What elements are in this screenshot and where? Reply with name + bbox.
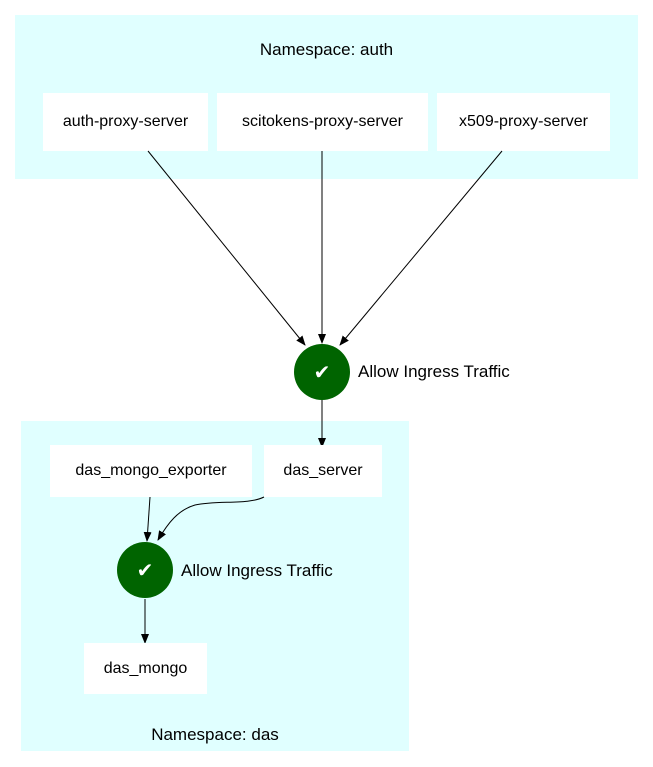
edge-das-server-to-policy2 bbox=[157, 496, 265, 541]
das-mongo-node[interactable]: das_mongo bbox=[84, 643, 207, 694]
edge-exporter-to-policy2 bbox=[143, 496, 152, 542]
x509-proxy-server-node[interactable]: x509-proxy-server bbox=[437, 93, 610, 151]
allow-ingress-policy-node-2[interactable]: ✔ bbox=[117, 542, 173, 598]
auth-proxy-server-node[interactable]: auth-proxy-server bbox=[43, 93, 208, 151]
namespace-das-label: Namespace: das bbox=[151, 725, 279, 744]
allow-ingress-policy-label-2: Allow Ingress Traffic bbox=[181, 561, 333, 580]
allow-ingress-policy-label-1: Allow Ingress Traffic bbox=[358, 362, 510, 381]
das-server-node[interactable]: das_server bbox=[264, 445, 382, 497]
das-mongo-exporter-node[interactable]: das_mongo_exporter bbox=[50, 445, 252, 497]
check-icon: ✔ bbox=[136, 559, 154, 582]
edge-x509-to-policy bbox=[339, 150, 503, 346]
namespace-auth-label: Namespace: auth bbox=[259, 40, 394, 59]
allow-ingress-policy-node-1[interactable]: ✔ bbox=[294, 344, 350, 400]
check-icon: ✔ bbox=[313, 361, 331, 384]
edge-auth-proxy-to-policy bbox=[147, 150, 306, 346]
scitokens-proxy-server-node[interactable]: scitokens-proxy-server bbox=[217, 93, 428, 151]
